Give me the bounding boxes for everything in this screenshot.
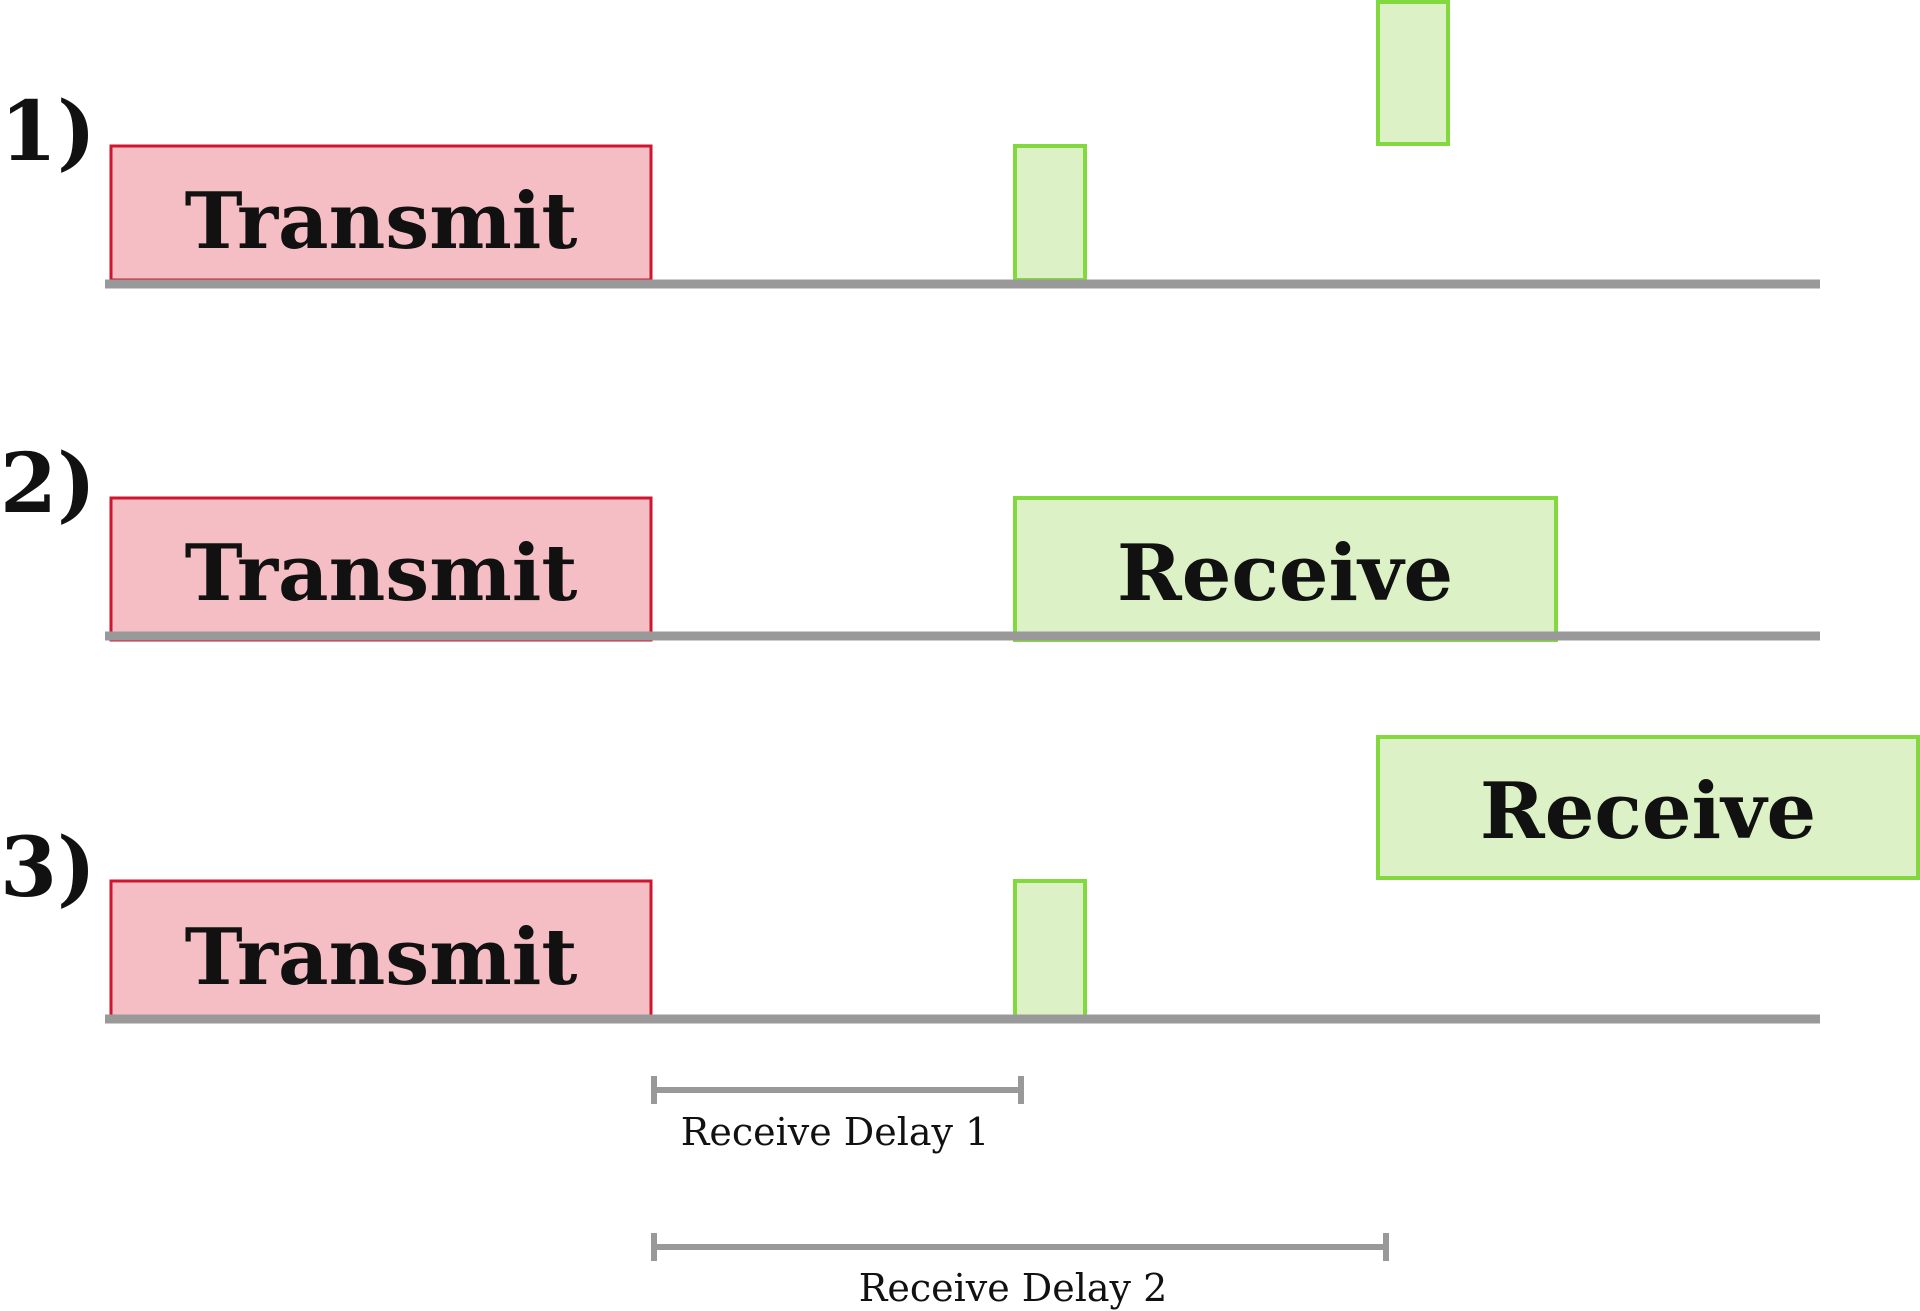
row-3: 3) Transmit Receive (0, 735, 1920, 1024)
row-2-receive-label: Receive (1117, 528, 1453, 619)
receive-delay-2-bracket (651, 1233, 1389, 1261)
row-3-transmit-box (109, 879, 653, 1020)
row-2-transmit-label: Transmit (185, 528, 578, 619)
receive-delay-2-label: Receive Delay 2 (859, 1266, 1168, 1310)
receive-delay-1-label: Receive Delay 1 (681, 1110, 990, 1154)
row-1-transmit-box (109, 144, 653, 282)
row-1-receive-window-1 (1013, 144, 1087, 282)
row-1-label: 1) (0, 84, 96, 180)
row-3-transmit-label: Transmit (185, 912, 578, 1003)
row-3-label: 3) (0, 820, 96, 916)
row-3-receive-box (1376, 735, 1920, 880)
row-2: 2) Transmit Receive (0, 436, 1820, 642)
row-3-receive-window-1 (1013, 879, 1087, 1020)
receive-delay-1-bracket (651, 1076, 1024, 1104)
row-1-receive-window-2 (1376, 0, 1450, 146)
row-1-transmit-label: Transmit (185, 176, 578, 267)
row-1: 1) Transmit (0, 0, 1820, 289)
receive-delay-1: Receive Delay 1 (651, 1076, 1024, 1154)
row-2-transmit-box (109, 496, 653, 642)
row-2-label: 2) (0, 436, 96, 532)
receive-delay-2: Receive Delay 2 (651, 1233, 1389, 1310)
row-3-receive-label: Receive (1480, 766, 1816, 857)
